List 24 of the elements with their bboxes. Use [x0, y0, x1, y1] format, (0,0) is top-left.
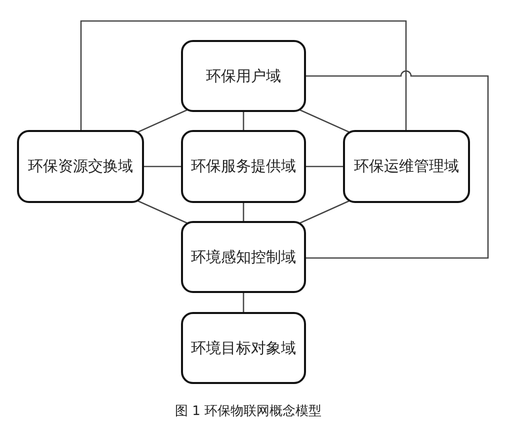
box-label: 环保运维管理域 — [354, 157, 459, 176]
connector-line — [306, 166, 343, 168]
connector-line — [242, 112, 244, 130]
box-label: 环境感知控制域 — [191, 248, 296, 266]
box-label: 环保服务提供域 — [191, 157, 296, 176]
connector-line — [138, 200, 188, 224]
connector-line — [242, 203, 244, 221]
domain-box — [181, 130, 306, 203]
box-label: 环保资源交换域 — [28, 157, 133, 176]
figure-caption: 图 1 环保物联网概念模型 — [175, 403, 322, 420]
box-label: 环境目标对象域 — [191, 338, 296, 358]
domain-box — [181, 312, 306, 384]
connector-line — [80, 20, 407, 130]
box-label: 环保用户域 — [206, 66, 281, 86]
domain-box — [343, 130, 470, 203]
connector-line — [242, 293, 244, 312]
domain-box — [181, 221, 306, 293]
connector-line — [138, 109, 188, 133]
domain-box — [17, 130, 144, 203]
connector-line — [300, 109, 350, 133]
connector-line — [144, 166, 181, 168]
connector-line — [306, 70, 489, 259]
connector-line — [300, 200, 350, 224]
domain-box — [181, 40, 306, 112]
